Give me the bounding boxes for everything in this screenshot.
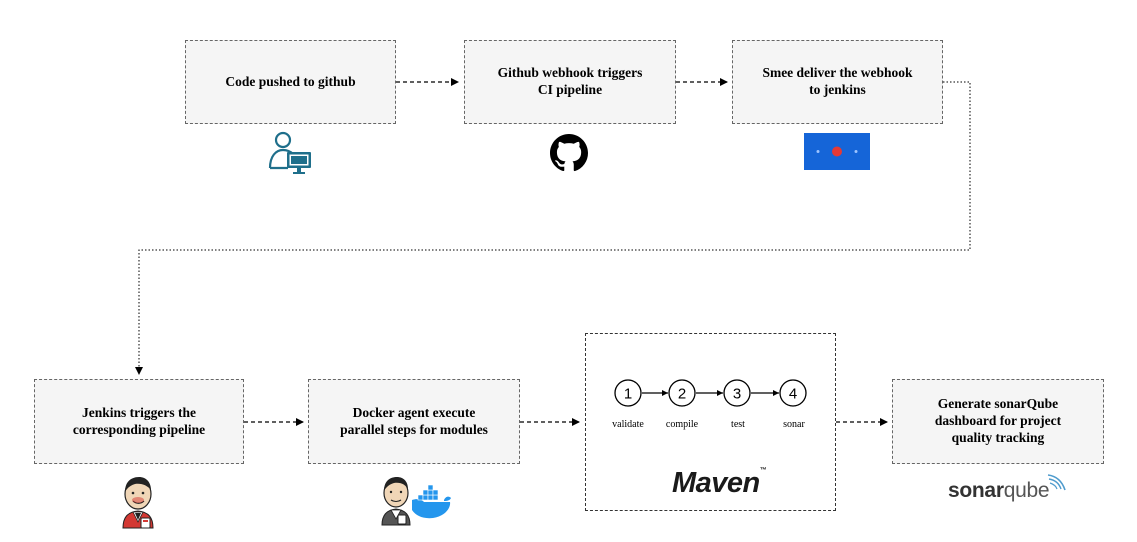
node-docker: Docker agent execute parallel steps for … bbox=[308, 379, 520, 464]
maven-trademark: ™ bbox=[759, 467, 767, 474]
user-computer-icon bbox=[268, 131, 311, 174]
node-smee-label: Smee deliver the webhook to jenkins bbox=[762, 65, 913, 97]
node-github-webhook-label: Github webhook triggers CI pipeline bbox=[497, 65, 643, 97]
sonarqube-waves-icon bbox=[1047, 474, 1066, 491]
step-label-test: test bbox=[731, 419, 745, 430]
jenkins-icon bbox=[122, 477, 154, 529]
step-number-compile: 2 bbox=[678, 386, 686, 403]
maven-logo: Maven™ bbox=[672, 467, 767, 500]
jenkins-docker-icon bbox=[381, 477, 451, 526]
step-label-compile: compile bbox=[665, 419, 699, 430]
sonarqube-logo-part1: sonar bbox=[948, 479, 1004, 502]
step-number-validate: 1 bbox=[624, 386, 632, 403]
arrow-smee-to-jenkins bbox=[135, 81, 971, 375]
node-jenkins: Jenkins triggers the corresponding pipel… bbox=[34, 379, 244, 464]
node-sonar-dashboard-label: Generate sonarQube dashboard for project… bbox=[934, 396, 1062, 445]
sonarqube-logo: sonarqube bbox=[948, 479, 1050, 503]
step-circle-validate bbox=[614, 379, 642, 407]
step-circle-compile bbox=[668, 379, 696, 407]
node-jenkins-label: Jenkins triggers the corresponding pipel… bbox=[72, 404, 206, 437]
github-icon bbox=[550, 134, 588, 172]
node-sonar-dashboard: Generate sonarQube dashboard for project… bbox=[892, 379, 1104, 464]
step-circle-test bbox=[723, 379, 751, 407]
node-github-webhook: Github webhook triggers CI pipeline bbox=[464, 40, 676, 124]
step-label-sonar: sonar bbox=[783, 419, 805, 430]
maven-logo-text: Maven bbox=[672, 467, 760, 499]
maven-stage-box bbox=[585, 333, 836, 511]
step-label-validate: validate bbox=[612, 419, 644, 430]
sonarqube-logo-part2: qube bbox=[1003, 479, 1050, 502]
maven-steps: 1 2 3 4 bbox=[614, 379, 807, 407]
step-number-sonar: 4 bbox=[789, 386, 797, 403]
node-docker-label: Docker agent execute parallel steps for … bbox=[340, 404, 488, 437]
node-code-pushed: Code pushed to github bbox=[185, 40, 396, 124]
node-code-pushed-label: Code pushed to github bbox=[225, 73, 356, 89]
node-smee: Smee deliver the webhook to jenkins bbox=[732, 40, 943, 124]
step-circle-sonar bbox=[779, 379, 807, 407]
smee-icon bbox=[804, 133, 870, 170]
step-number-test: 3 bbox=[733, 386, 741, 403]
